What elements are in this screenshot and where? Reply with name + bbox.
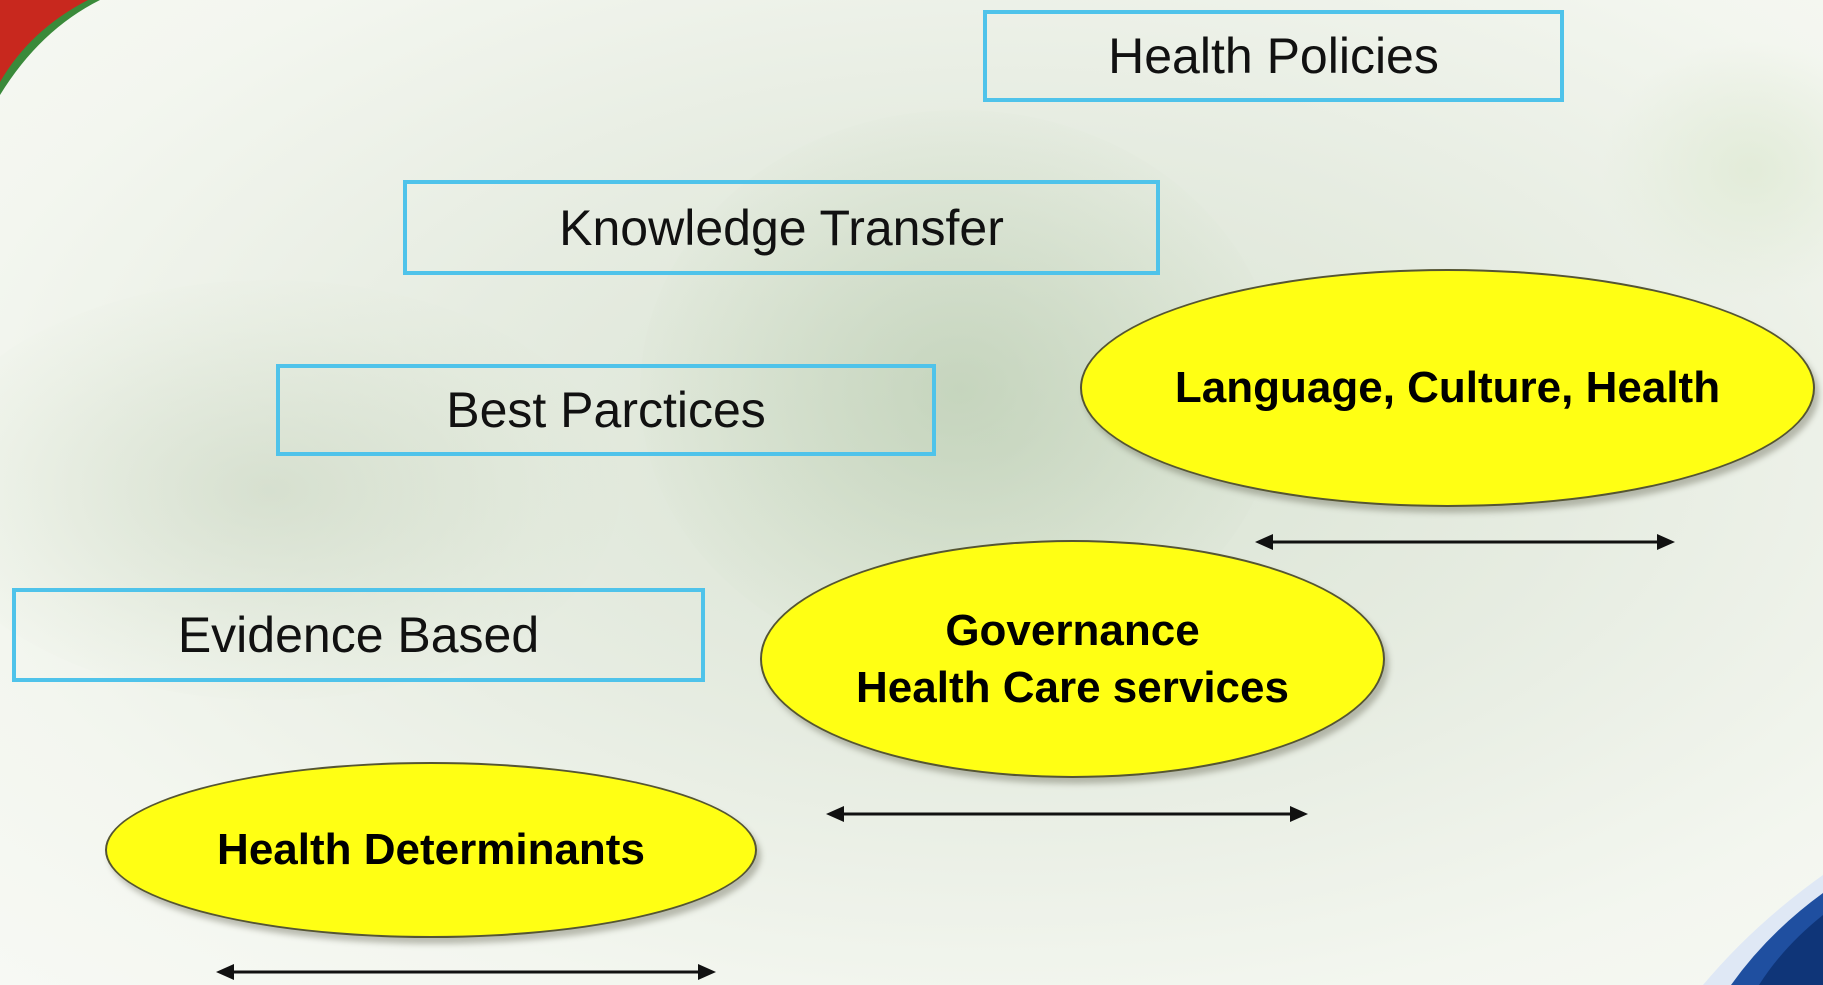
health-policies-box: Health Policies bbox=[983, 10, 1564, 102]
governance-health-care-ellipse: Governance Health Care services bbox=[760, 540, 1385, 778]
corner-decoration-top-left bbox=[0, 0, 100, 95]
evidence-based-label: Evidence Based bbox=[177, 607, 540, 663]
double-arrow-middle bbox=[826, 806, 1308, 822]
evidence-based-box: Evidence Based bbox=[12, 588, 705, 682]
best-practices-box: Best Parctices bbox=[276, 364, 936, 456]
knowledge-transfer-label: Knowledge Transfer bbox=[559, 199, 1004, 256]
health-determinants-label: Health Determinants bbox=[217, 825, 645, 875]
language-culture-health-ellipse: Language, Culture, Health bbox=[1080, 269, 1815, 507]
double-arrow-upper bbox=[1255, 534, 1675, 550]
knowledge-transfer-box: Knowledge Transfer bbox=[403, 180, 1160, 275]
governance-label: Governance bbox=[945, 605, 1200, 655]
best-practices-label: Best Parctices bbox=[446, 382, 766, 438]
health-care-services-label: Health Care services bbox=[856, 663, 1289, 712]
background-shape bbox=[1600, 40, 1823, 300]
health-determinants-ellipse: Health Determinants bbox=[105, 762, 757, 938]
corner-decoration-bottom-right bbox=[1703, 875, 1823, 985]
language-culture-health-label: Language, Culture, Health bbox=[1174, 363, 1721, 413]
health-policies-label: Health Policies bbox=[1108, 28, 1439, 84]
double-arrow-lower bbox=[216, 964, 716, 980]
